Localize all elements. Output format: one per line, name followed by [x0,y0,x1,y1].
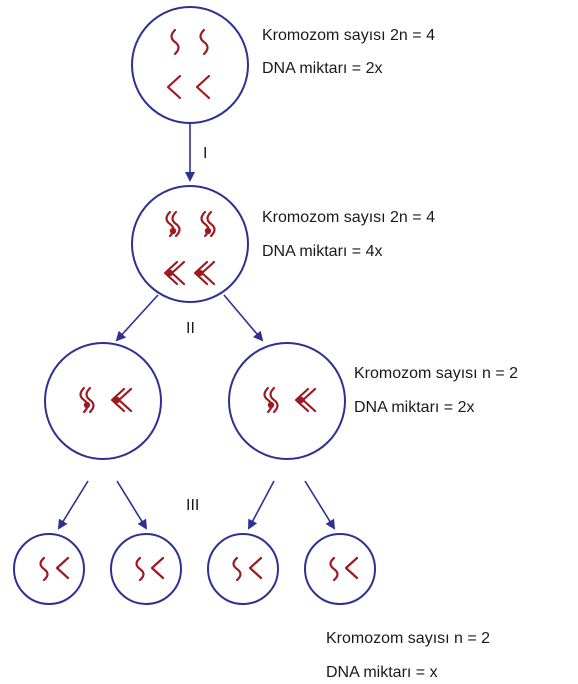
cell-daughter-right [228,342,346,460]
stage-3-label: III [186,497,199,514]
label-second-dna: DNA miktarı = 4x [262,243,382,260]
cell-gamete-2 [110,533,182,605]
arrow-stage-3-ll [57,480,89,530]
cell-daughter-left [44,342,162,460]
label-second-chromosome: Kromozom sayısı 2n = 4 [262,209,435,226]
cell-replicated [131,185,249,303]
cell-parent [131,6,249,124]
label-third-dna: DNA miktarı = 2x [354,399,474,416]
label-top-chromosome: Kromozom sayısı 2n = 4 [262,27,435,44]
arrow-stage-3-lr [116,480,148,530]
label-third-chromosome: Kromozom sayısı n = 2 [354,365,518,382]
stage-2-label: II [186,320,195,337]
arrow-stage-3-rl [248,480,275,530]
arrow-stage-2-left [115,294,159,342]
chromosomes-unreplicated [166,28,211,100]
label-bottom-chromosome: Kromozom sayısı n = 2 [326,630,490,647]
cell-gamete-4 [304,533,376,605]
stage-1-label: I [203,145,207,162]
arrow-stage-2-right [223,294,264,342]
label-top-dna: DNA miktarı = 2x [262,60,382,77]
centromeres [166,227,212,277]
cell-gamete-3 [207,533,279,605]
label-bottom-dna: DNA miktarı = x [326,664,438,681]
arrow-stage-3-rr [304,480,336,530]
cell-gamete-1 [13,533,85,605]
